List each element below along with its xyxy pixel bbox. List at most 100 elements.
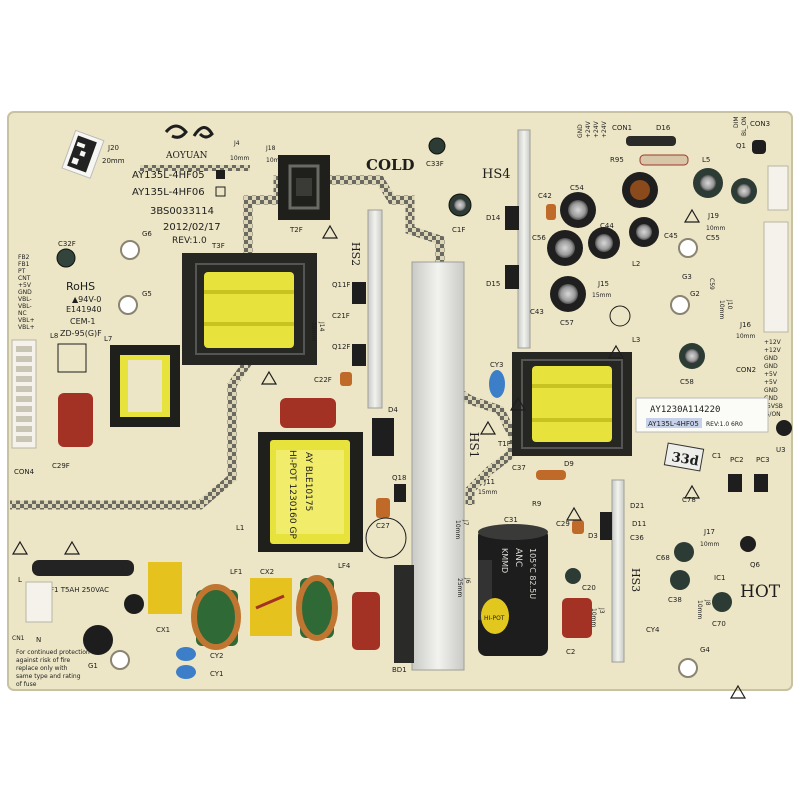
- pc3-label: PC3: [756, 456, 770, 464]
- cy4-label: CY4: [646, 626, 660, 634]
- board-revision: REV:1.0: [172, 236, 207, 246]
- j4-label: J4: [233, 140, 240, 147]
- secondary-capacitors: [547, 168, 757, 369]
- lf1-common-mode-choke: [191, 584, 241, 650]
- svg-text:+12V: +12V: [764, 347, 782, 354]
- j6-length: 25mm: [456, 578, 463, 597]
- c55-label: C55: [706, 234, 720, 242]
- c37-capacitor: [536, 470, 566, 480]
- c68-label: C68: [656, 554, 670, 562]
- con3-label: CON3: [750, 120, 770, 128]
- pc2-optocoupler: [728, 474, 742, 492]
- cert-line-4: ZD-95(G)F: [60, 329, 102, 338]
- j19-label: J19: [707, 212, 719, 220]
- j19-length: 10mm: [706, 225, 725, 232]
- cy1-capacitor: [176, 665, 196, 679]
- q18-transistor: [394, 484, 406, 502]
- d3-label: D3: [588, 532, 598, 540]
- d16-diode: [626, 136, 676, 146]
- j15-length: 15mm: [592, 292, 611, 299]
- hs4-label: HS4: [482, 167, 511, 182]
- svg-text:VBL-: VBL-: [18, 303, 32, 310]
- j3-label: J3: [598, 607, 605, 614]
- r9-label: R9: [532, 500, 541, 508]
- c37-label: C37: [512, 464, 526, 472]
- cx2-marking: [255, 594, 285, 610]
- hs3-transistor: [600, 512, 612, 540]
- c20-label: C20: [582, 584, 596, 592]
- con2-pin-labels: +12V +12V GND GND +5V +5V GND GND +5VSB …: [762, 339, 783, 418]
- c22f-capacitor: [340, 372, 352, 386]
- hs3-heatsink: [611, 479, 625, 663]
- model-1-checkbox: [216, 170, 225, 179]
- thermistor: [124, 594, 144, 614]
- d4-diode: [372, 418, 394, 456]
- d14-diode: [505, 206, 519, 230]
- line-l-label: L: [18, 576, 22, 584]
- copper-choke: [296, 575, 338, 641]
- q11f-transistor: [352, 282, 366, 304]
- r95-resistor: [639, 154, 689, 166]
- c43-label: C43: [530, 308, 544, 316]
- cap-brand: ANC: [513, 548, 523, 567]
- svg-text:GND: GND: [764, 387, 778, 394]
- g6-label: G6: [142, 230, 152, 238]
- l8-label: L8: [50, 332, 58, 340]
- j16-length: 10mm: [736, 333, 755, 340]
- t1f-label: T1F: [497, 440, 511, 448]
- c42-label: C42: [538, 192, 552, 200]
- transformer-label-2: HI-POT 1230160 GP: [287, 450, 297, 539]
- j8-length: 10mm: [696, 600, 703, 619]
- con1-pin-labels: GND +24V +24V +24V: [577, 120, 608, 138]
- neutral-n-label: N: [36, 636, 41, 644]
- l3-label: L3: [632, 336, 640, 344]
- t2f-label: T2F: [289, 226, 303, 234]
- c2-label: C2: [566, 648, 575, 656]
- c29f-label: C29F: [52, 462, 70, 470]
- model-1: AY135L-4HF05: [132, 170, 205, 181]
- c45-label: C45: [664, 232, 678, 240]
- isolation-boundary: [10, 175, 520, 510]
- d15-diode: [505, 265, 519, 289]
- svg-text:BL_ON: BL_ON: [741, 116, 748, 136]
- cn1-connector: [25, 581, 53, 623]
- svg-text:replace only with: replace only with: [16, 665, 68, 672]
- sticker-model-bar: [646, 418, 702, 428]
- t3f-transformer: [182, 253, 317, 365]
- c33f-label: C33F: [426, 160, 444, 168]
- q6-transistor: [740, 536, 756, 552]
- j14-length: 10mm: [310, 322, 317, 341]
- con2-connector: [763, 221, 789, 333]
- central-transformer: [258, 432, 363, 552]
- j14-label: J14: [318, 321, 325, 332]
- svg-text:+5VSB: +5VSB: [762, 403, 783, 410]
- cy3-label: CY3: [490, 361, 504, 369]
- hot-zone-label: HOT: [740, 582, 781, 602]
- part-number: 3BS0033114: [150, 206, 214, 217]
- j17-length: 10mm: [700, 541, 719, 548]
- c56-label: C56: [532, 234, 546, 242]
- hipot-sticker: [481, 598, 509, 634]
- hs3-label: HS3: [629, 568, 642, 592]
- l1-label: L1: [236, 524, 244, 532]
- q1-label: Q1: [736, 142, 746, 150]
- svg-text:PT: PT: [18, 268, 26, 275]
- c70-capacitor: [712, 592, 732, 612]
- svg-text:GND: GND: [577, 124, 584, 138]
- sticker-rev: REV:1.0 6R0: [706, 421, 743, 428]
- cy2-capacitor: [176, 647, 196, 661]
- c29-label: C29: [556, 520, 570, 528]
- c22f-label: C22F: [314, 376, 332, 384]
- sticker-serial: AY1230A114220: [650, 405, 720, 415]
- c1f-label: C1F: [452, 226, 465, 234]
- hs1-label: HS1: [467, 432, 481, 458]
- lf1-label: LF1: [230, 568, 242, 576]
- svg-text:VBL+: VBL+: [18, 317, 35, 324]
- q12f-transistor: [352, 344, 366, 366]
- svg-text:DIM: DIM: [733, 116, 740, 128]
- model-2-checkbox: [215, 186, 226, 197]
- hs4-heatsink: [517, 129, 531, 349]
- con1-label: CON1: [612, 124, 632, 132]
- c44-label: C44: [600, 222, 614, 230]
- d11-label: D11: [632, 520, 646, 528]
